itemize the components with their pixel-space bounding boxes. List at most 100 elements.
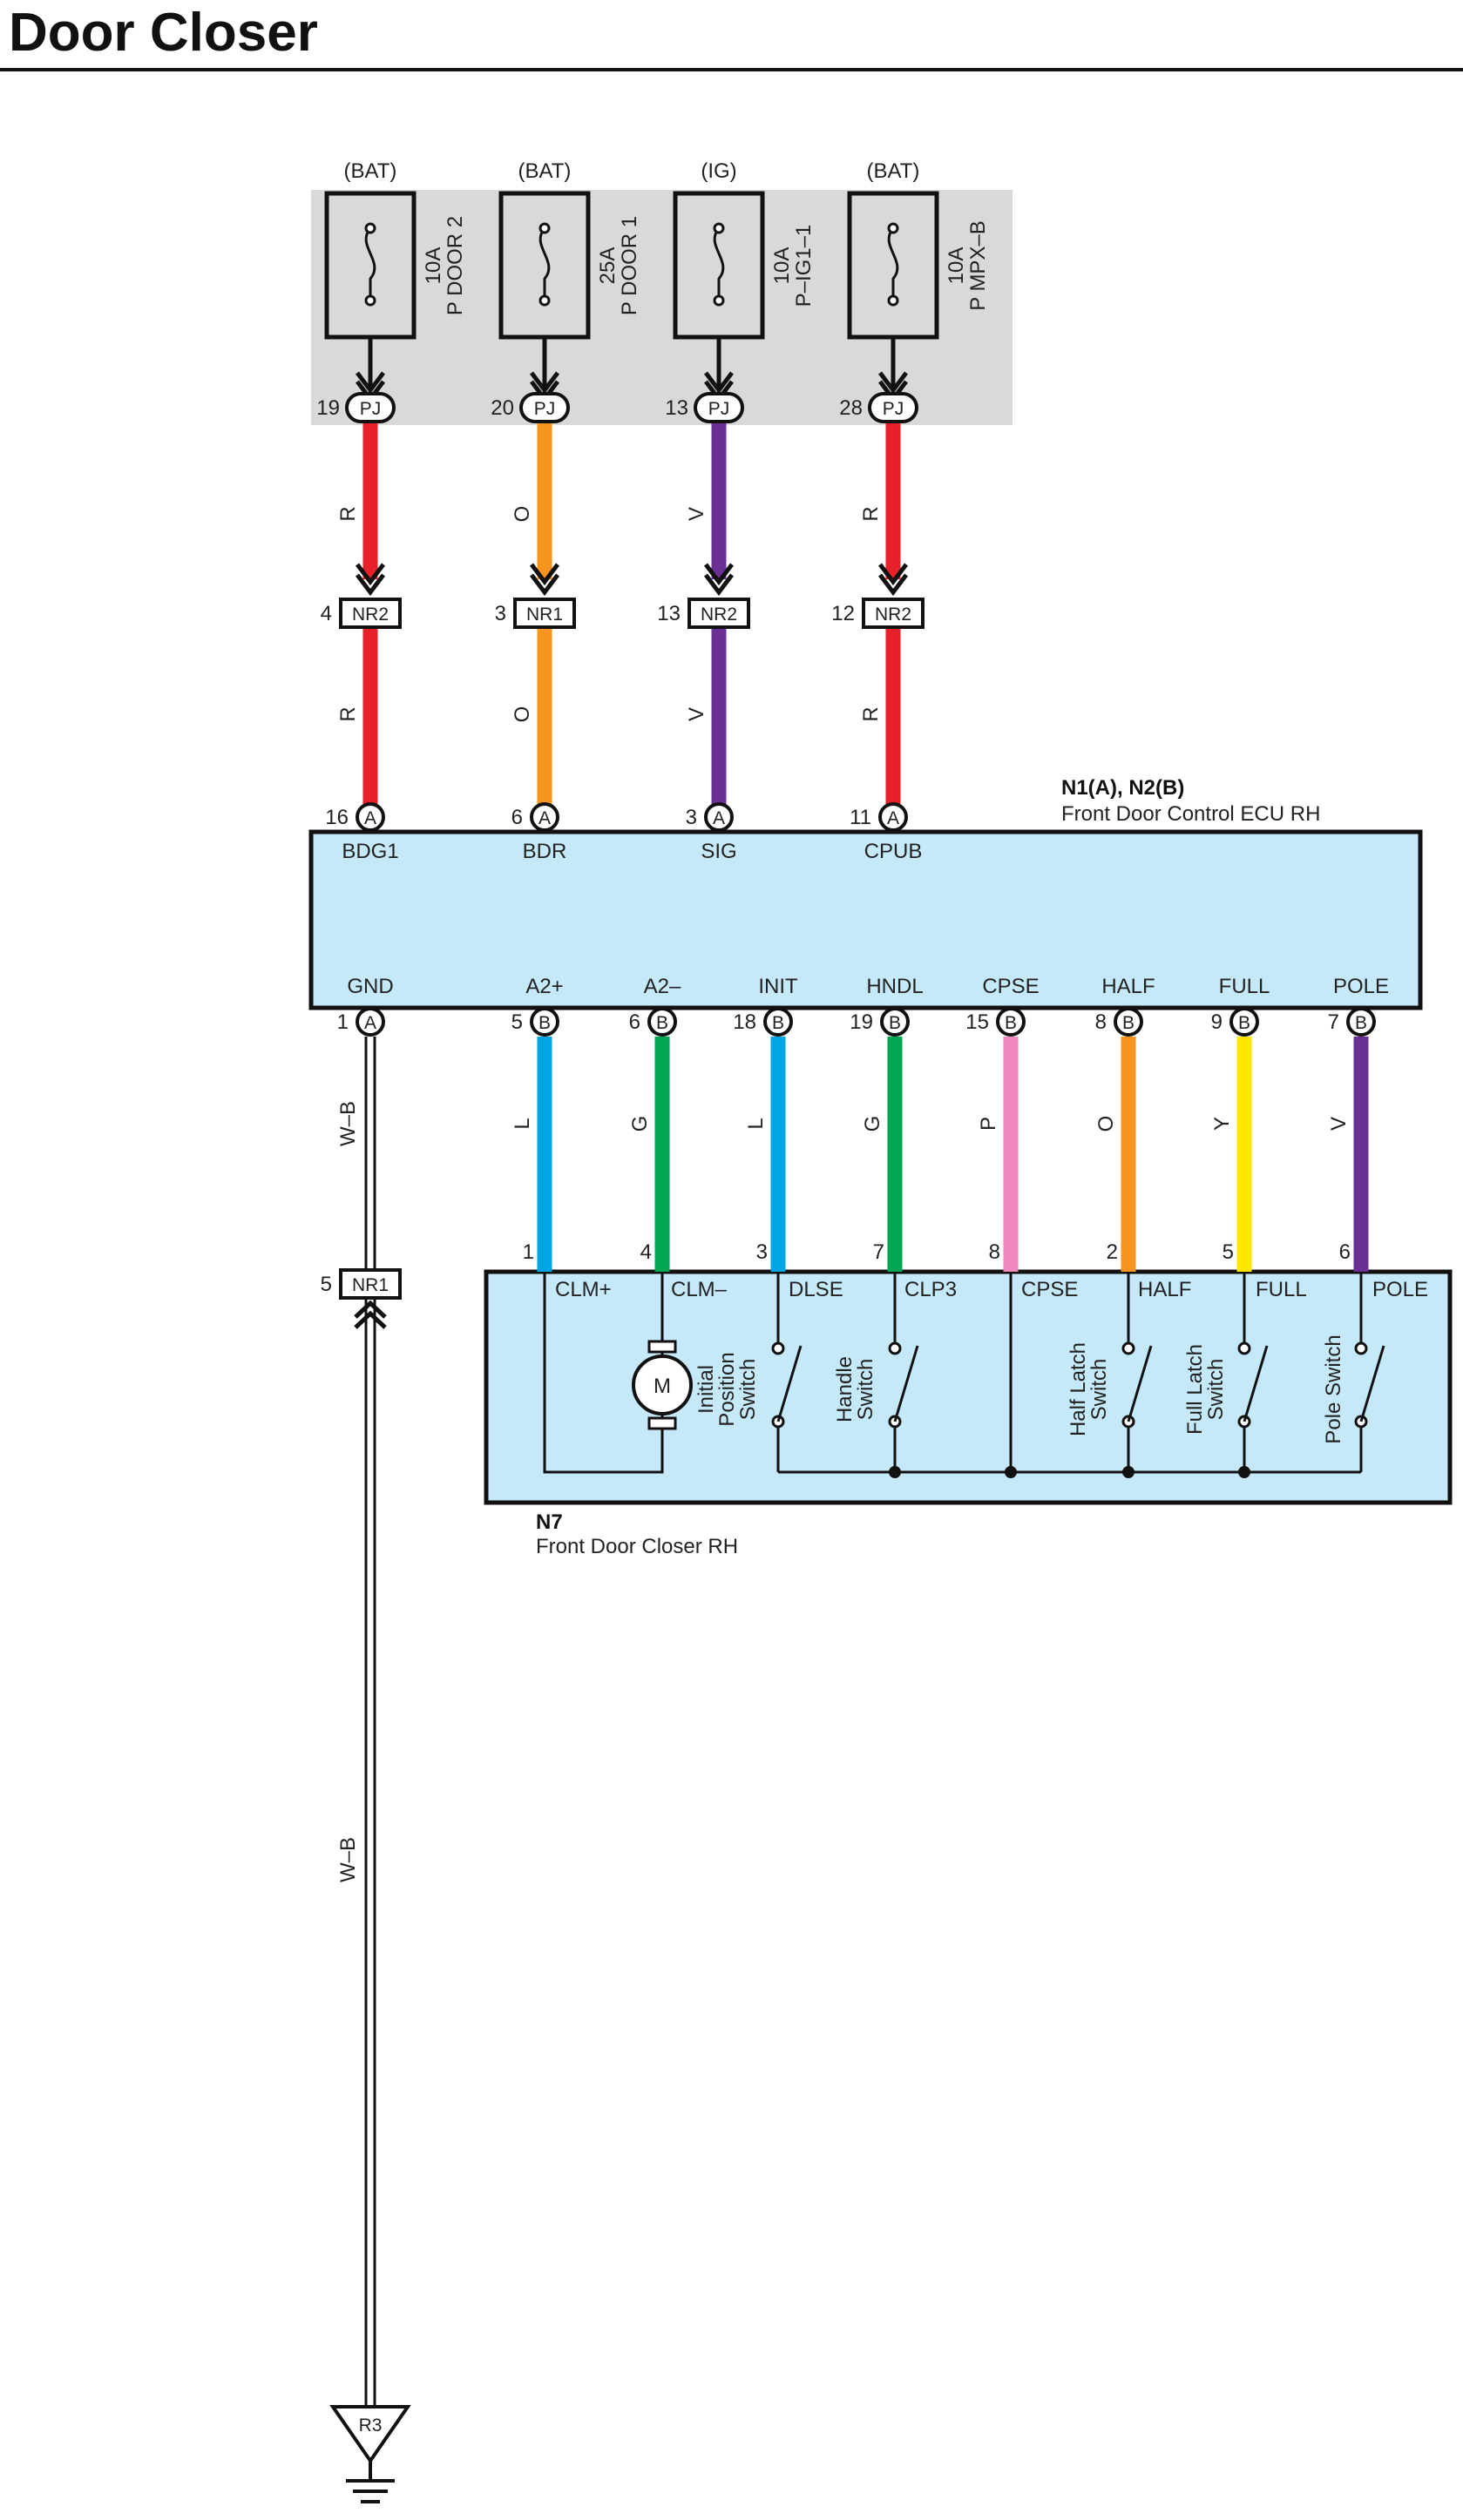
- fuse-name: P–IG1–1: [792, 225, 816, 307]
- fuse-name: P DOOR 2: [444, 216, 467, 315]
- ecu-terminal: HALF: [1101, 975, 1155, 998]
- pin-circle: [1229, 1007, 1259, 1037]
- output-pins: A2+ B 5 L 1 CLM+ A2– B 6 G 4 CLM– INIT B…: [511, 975, 1428, 1301]
- fuse-terminal: [713, 294, 725, 307]
- ecu-output: A2– B 6 G 4 CLM–: [628, 975, 728, 1301]
- ecu-output: POLE B 7 V 6 POLE: [1327, 975, 1428, 1301]
- pj-pin: 20: [491, 396, 514, 420]
- closer-terminal: CLP3: [904, 1278, 957, 1301]
- pj-connector: PJ 13: [665, 392, 744, 423]
- full-latch-switch-icon: [1237, 1341, 1269, 1429]
- closer-name: Front Door Closer RH: [536, 1535, 738, 1558]
- nr-box: [687, 598, 750, 629]
- wire-color-label: V: [1327, 1117, 1351, 1131]
- fuse-rating: 10A: [945, 247, 968, 285]
- pin-circle: [356, 802, 385, 832]
- fuse-source: (BAT): [344, 159, 397, 183]
- fuse-icon: [673, 191, 765, 340]
- fuse-source: (BAT): [867, 159, 920, 183]
- pj-connector: PJ 19: [316, 392, 396, 423]
- pin-circle: [704, 802, 734, 832]
- pin-circle: [1346, 1007, 1376, 1037]
- handle-switch-icon: [888, 1341, 919, 1429]
- initial-position-switch-icon: [771, 1341, 803, 1429]
- pin-circle: [878, 802, 908, 832]
- wire-color-label: O: [1094, 1116, 1118, 1132]
- switch-label: Initial: [694, 1365, 718, 1414]
- ecu-terminal: A2+: [525, 975, 563, 998]
- nr-box: [339, 1268, 402, 1300]
- fuse-icon: [324, 191, 417, 340]
- fuse-terminal: [364, 222, 376, 234]
- ecu-terminal: CPSE: [982, 975, 1039, 998]
- nr-box: [339, 598, 402, 629]
- pj-pin: 19: [316, 396, 340, 420]
- nr-box: [513, 598, 576, 629]
- ecu-terminal: FULL: [1219, 975, 1270, 998]
- ecu-output: FULL B 9 Y 5 FULL: [1210, 975, 1307, 1301]
- pj-label: PJ: [534, 399, 556, 419]
- wire-color-label: G: [628, 1116, 652, 1132]
- pj-label: PJ: [360, 399, 382, 419]
- wire-color-label: V: [685, 507, 708, 521]
- fuse-icon: [847, 191, 939, 340]
- pj-label: PJ: [883, 399, 904, 419]
- nr-box: [862, 598, 925, 629]
- pin-circle: [356, 1007, 385, 1037]
- fuse-element-icon: [538, 227, 551, 301]
- half-latch-switch-icon: [1121, 1341, 1153, 1429]
- ecu-terminal: BDG1: [342, 840, 398, 863]
- ground-symbol-icon: [346, 2461, 395, 2503]
- fuse-columns: (BAT) 10A P DOOR 2 (BAT) 25A P DOOR 1 (I…: [324, 159, 990, 340]
- fuse-element-icon: [713, 227, 725, 301]
- pin-number: 9: [1211, 1010, 1223, 1034]
- closer-pin: 6: [1339, 1240, 1351, 1264]
- ecu-name: Front Door Control ECU RH: [1061, 802, 1320, 826]
- wire-color-label: L: [744, 1118, 768, 1129]
- pj-pin: 13: [665, 396, 688, 420]
- pin-number: 8: [1095, 1010, 1107, 1034]
- closer-terminal: CLM–: [671, 1278, 728, 1301]
- chevron-down-icon: [356, 563, 908, 597]
- fuse-column: (BAT) 10A P MPX–B: [847, 159, 990, 340]
- ecu-output: HALF B 8 O 2 HALF: [1094, 975, 1191, 1301]
- pin-conn: A: [887, 808, 899, 828]
- pin-conn: A: [713, 808, 725, 828]
- ecu-terminal: GND: [347, 975, 393, 998]
- pin-circle: [763, 1007, 793, 1037]
- nr-pin: 4: [321, 602, 332, 625]
- closer-id: N7: [536, 1510, 563, 1534]
- ecu-pin: A 6 BDR: [511, 802, 566, 863]
- fuse-rating: 10A: [422, 247, 445, 285]
- pj-oval: [694, 392, 744, 423]
- pin-circle: [1114, 1007, 1143, 1037]
- closer-pin: 5: [1223, 1240, 1234, 1264]
- front-door-closer: [484, 1269, 1453, 1505]
- nr-connector: NR2 13: [657, 598, 750, 629]
- wire-color-label: W–B: [336, 1101, 360, 1146]
- fuse-wires: [362, 418, 901, 806]
- wire-color-label: P: [977, 1117, 1000, 1131]
- nr-connector: NR2 4: [321, 598, 402, 629]
- motor-icon: M: [632, 1340, 693, 1430]
- fuse-source: (IG): [701, 159, 736, 183]
- ecu-terminal: INIT: [758, 975, 798, 998]
- pj-oval: [519, 392, 570, 423]
- nr-label: NR1: [352, 1275, 389, 1295]
- chevron-up-icon: [354, 1300, 387, 1329]
- fuse-rating: 25A: [596, 247, 620, 285]
- pin-circle: [880, 1007, 910, 1037]
- pj-connector: PJ 28: [839, 392, 918, 423]
- closer-pin: 7: [873, 1240, 884, 1264]
- output-wires: [537, 1037, 1369, 1272]
- fuse-icon: [498, 191, 591, 340]
- closer-pin: 4: [640, 1240, 652, 1264]
- wire-color-label: W–B: [336, 1837, 360, 1882]
- fuse-terminal: [364, 294, 376, 307]
- ecu-pin: A 3 SIG: [686, 802, 737, 863]
- pin-conn: B: [889, 1013, 901, 1033]
- switch-label: Position: [715, 1352, 739, 1426]
- pin-circle: [530, 802, 559, 832]
- wire-color-label: L: [511, 1118, 534, 1129]
